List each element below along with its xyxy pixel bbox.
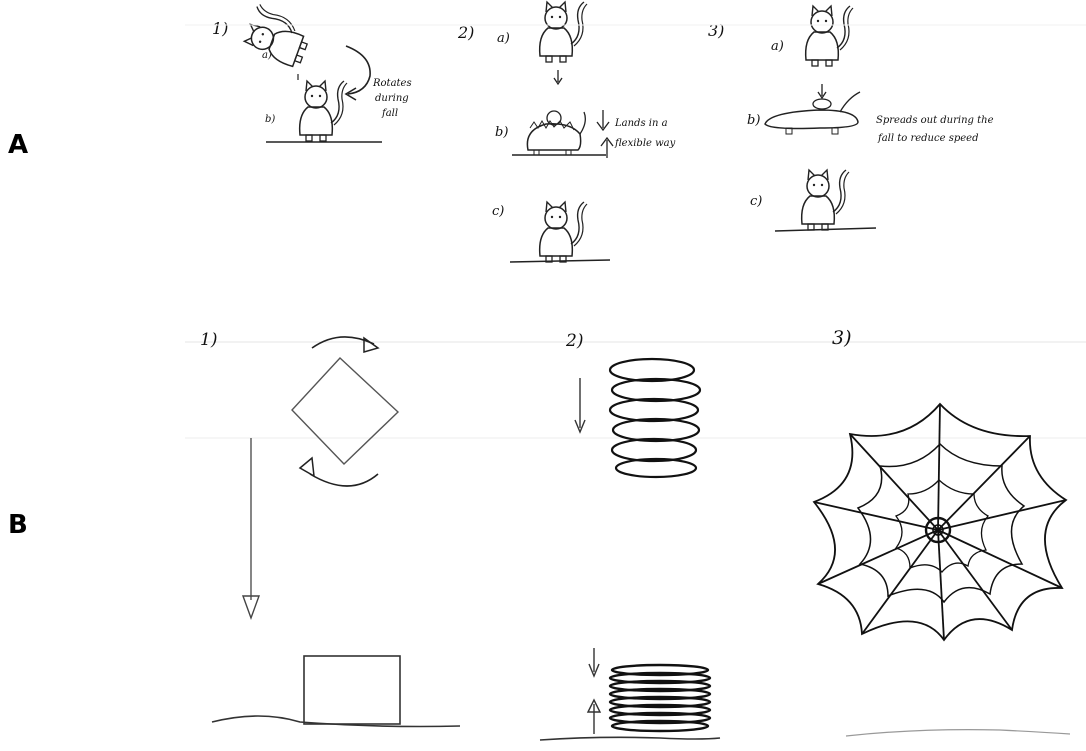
down-arrow xyxy=(818,84,826,98)
standing-cat xyxy=(540,202,587,262)
ground-line xyxy=(540,737,720,740)
landed-cat xyxy=(300,81,347,141)
rotation-arrow xyxy=(310,474,378,486)
spider-web xyxy=(814,404,1066,640)
flexible-landing-cat xyxy=(527,111,585,155)
panel-b-step-2: 2) xyxy=(540,331,720,740)
step-number: 2) xyxy=(565,331,583,351)
ground-line xyxy=(846,730,1070,736)
step-number: 3) xyxy=(832,327,852,349)
sub-step-label: c) xyxy=(492,204,504,219)
sub-step-label: b) xyxy=(495,125,508,140)
ground-line xyxy=(510,260,610,262)
step-number: 1) xyxy=(212,19,228,38)
annotation-line: fall to reduce speed xyxy=(877,133,978,144)
sub-step-label: c) xyxy=(750,194,762,209)
annotation-line: Rotates xyxy=(372,78,412,89)
annotation-line: Spreads out during the xyxy=(876,115,994,126)
ground-line xyxy=(212,716,460,727)
compressed-spring xyxy=(610,665,710,731)
step-number: 2) xyxy=(457,23,474,42)
falling-cat xyxy=(806,6,853,66)
panel-b-step-1: 1) xyxy=(200,330,460,727)
landed-box xyxy=(304,656,400,724)
panel-a-step-2: 2) a) b) Lands in a flexible way c) xyxy=(457,2,676,262)
sub-step-label: b) xyxy=(265,114,275,125)
annotation-line: fall xyxy=(381,108,398,119)
falling-cat-rotated xyxy=(242,4,315,69)
standing-cat xyxy=(802,170,849,230)
falling-cat xyxy=(540,2,587,62)
panel-a: 1) a) b) Rotates during fall 2) a) xyxy=(212,2,994,262)
panel-b: 1) 2) xyxy=(200,327,1070,740)
sub-step-label: a) xyxy=(497,31,510,46)
rotating-box xyxy=(292,358,398,464)
rotation-arrow xyxy=(346,46,370,94)
down-arrow xyxy=(554,70,562,84)
panel-b-step-3: 3) xyxy=(814,327,1070,736)
sub-step-label: a) xyxy=(771,39,784,54)
annotation-line: flexible way xyxy=(614,138,676,149)
extended-spring xyxy=(610,359,700,477)
step-number: 1) xyxy=(200,330,217,350)
panel-a-step-3: 3) a) b) Spreads out during the fall to … xyxy=(708,6,994,231)
panel-a-step-1: 1) a) b) Rotates during fall xyxy=(212,4,412,142)
down-arrow xyxy=(597,110,609,130)
sub-step-label: b) xyxy=(747,113,760,128)
annotation-line: during xyxy=(375,93,409,104)
step-number: 3) xyxy=(708,21,724,40)
spread-out-cat xyxy=(765,92,860,134)
annotation-line: Lands in a xyxy=(614,118,668,129)
